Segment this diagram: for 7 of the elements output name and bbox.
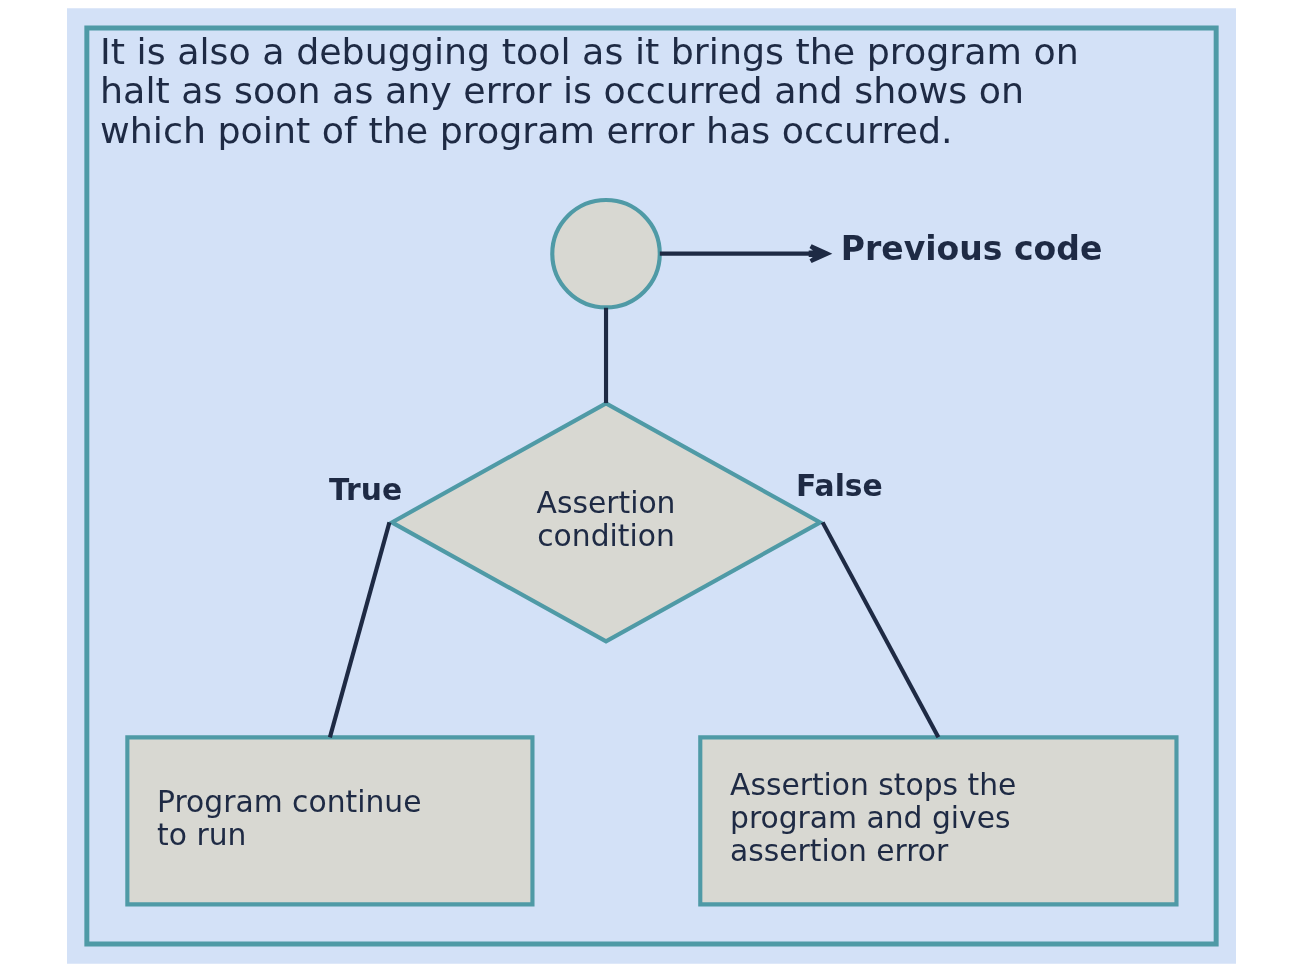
node-circle (549, 197, 662, 310)
connector (327, 521, 391, 738)
node-box: Assertion stops the program and gives assertion error (697, 735, 1179, 907)
connector (603, 307, 608, 404)
node-box: Program continue to run (124, 735, 534, 907)
node-text: Previous code (840, 229, 1102, 269)
connector (820, 521, 940, 739)
